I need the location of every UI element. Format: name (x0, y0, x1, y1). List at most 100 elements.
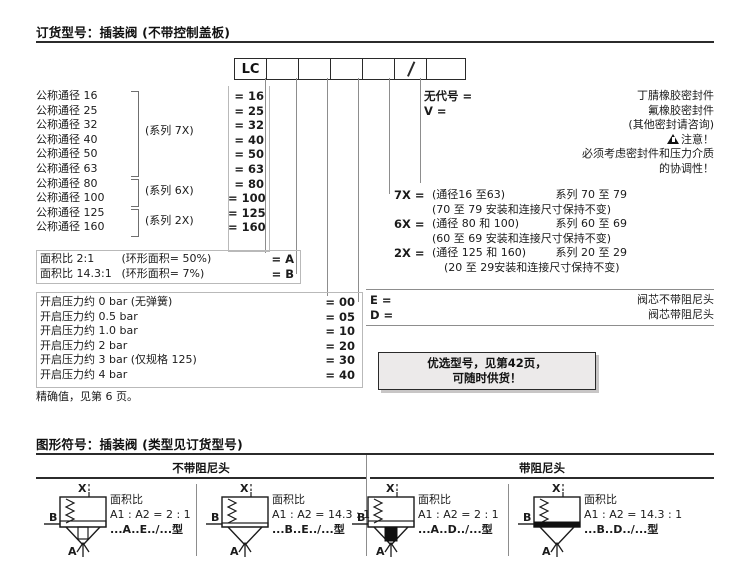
svg-text:X: X (78, 482, 87, 495)
series-range: (通径 125 和 160) (432, 246, 527, 259)
symbol-group-rule-damped (370, 477, 714, 479)
area-ratio-note: (环形面积= 7%) (121, 266, 205, 280)
nominal-code: = 63 (234, 161, 264, 176)
series-detail-list: (通径16 至63) 系列 70 至 79 (70 至 79 安装和连接尺寸保持… (432, 188, 627, 275)
nominal-size-row: 公称通径 32 (36, 118, 98, 132)
series-code: 6X = (394, 217, 425, 231)
nominal-size-row: 公称通径 100 (36, 191, 105, 205)
cracking-pressure-row: 开启压力约 2 bar (40, 338, 128, 352)
nominal-size-row: 公称通径 63 (36, 161, 98, 175)
nominal-size-row: 公称通径 160 (36, 220, 105, 234)
nominal-code: = 16 (234, 89, 264, 103)
symbol-caption-a-d: 面积比 A1 : A2 = 2 : 1 ...A..D../...型 (418, 492, 499, 537)
series-code: 7X = (394, 188, 425, 202)
seal-desc-list: 丁腈橡胶密封件 氟橡胶密封件 (其他密封请咨询) 注意！ 必须考虑密封件和压力介… (470, 89, 714, 177)
damping-code-list: E = D = (370, 293, 393, 322)
cracking-pressure-row: 开启压力约 1.0 bar (40, 324, 138, 338)
area-ratio-code: = B (271, 266, 294, 281)
ordering-section-title: 订货型号：插装阀 (不带控制盖板) (36, 25, 231, 40)
guide-line-damping (358, 78, 359, 302)
series-bracket-6x (131, 179, 139, 207)
damping-bottom-rule (366, 325, 714, 326)
symbol-caption-b-d: 面积比 A1 : A2 = 14.3 : 1 ...B..D../...型 (584, 492, 682, 537)
svg-text:A: A (376, 545, 385, 557)
series-detail-top: (通径 125 和 160) 系列 20 至 29 (432, 246, 627, 261)
damping-code: D = (370, 307, 394, 322)
symbol-group-rule-undamped (36, 477, 366, 479)
code-box-series[interactable] (395, 59, 427, 79)
preferred-model-banner: 优选型号，见第42页， 可随时供货！ (378, 352, 596, 390)
svg-text:A: A (230, 545, 239, 557)
seal-group-bracket (420, 88, 421, 183)
symbol-model-code: ...A..D../...型 (418, 523, 493, 536)
symbol-ratio-value: A1 : A2 = 14.3 : 1 (272, 508, 371, 521)
svg-text:X: X (240, 482, 249, 495)
cracking-pressure-code: = 30 (325, 353, 355, 368)
nominal-code: = 100 (228, 191, 266, 206)
cracking-pressure-code: = 20 (325, 338, 355, 353)
guide-line-pressure (327, 78, 328, 296)
symbol-model-code: ...B..E../...型 (272, 523, 345, 536)
svg-text:X: X (552, 482, 561, 495)
guide-line-series (389, 78, 390, 194)
cracking-pressure-row: 开启压力约 3 bar (仅规格 125) (40, 353, 197, 367)
area-ratio-frame (36, 250, 301, 284)
nominal-code: = 32 (234, 118, 264, 133)
area-ratio-note: (环形面积= 50%) (121, 252, 212, 265)
seal-note: (其他密封请咨询) (628, 118, 714, 132)
series-code: 2X = (394, 246, 425, 260)
code-box-size[interactable] (267, 59, 299, 79)
code-box-lc[interactable]: LC (235, 59, 267, 79)
nominal-code: = 25 (234, 103, 264, 118)
symbol-ratio-title: 面积比 (272, 493, 305, 506)
symbol-ratio-value: A1 : A2 = 2 : 1 (110, 508, 191, 521)
series-detail-row: (通径16 至63) 系列 70 至 79 (70 至 79 安装和连接尺寸保持… (432, 188, 627, 217)
nominal-code-frame (228, 86, 270, 252)
series-note: (70 至 79 安装和连接尺寸保持不变) (432, 202, 612, 216)
cracking-pressure-code: = 05 (325, 309, 355, 324)
seal-attention-label: 注意！ (681, 132, 714, 146)
svg-text:B: B (357, 511, 365, 524)
area-ratio-row: 面积比 2:1 (环形面积= 50%) (40, 252, 211, 267)
nominal-size-row: 公称通径 125 (36, 205, 105, 219)
symbol-ratio-title: 面积比 (584, 493, 617, 506)
warning-triangle-icon (667, 133, 679, 144)
svg-text:B: B (211, 511, 219, 524)
symbols-section-title: 图形符号：插装阀 (类型见订货型号) (36, 437, 243, 452)
guide-line-seal (420, 78, 421, 90)
symbol-group-title-undamped: 不带阻尼头 (172, 461, 230, 475)
symbol-model-code: ...A..E../...型 (110, 523, 184, 536)
series-bracket-2x (131, 209, 139, 237)
preferred-model-line2: 可随时供货！ (452, 371, 522, 385)
code-box-pressure[interactable] (331, 59, 363, 79)
series-note: (60 至 69 安装和连接尺寸保持不变) (432, 231, 612, 245)
code-box-seal[interactable] (427, 59, 465, 79)
code-box-ratio[interactable] (299, 59, 331, 79)
cracking-pressure-row: 开启压力约 0 bar (无弹簧) (40, 295, 173, 308)
symbols-title-rule (36, 453, 714, 455)
guide-line-ratio (296, 78, 297, 274)
nominal-code: = 80 (234, 176, 264, 191)
nominal-size-row: 公称通径 40 (36, 132, 98, 146)
symbol-caption-b-e: 面积比 A1 : A2 = 14.3 : 1 ...B..E../...型 (272, 492, 370, 537)
valve-symbol-a-e: X B A (44, 481, 120, 560)
symbol-separator-2 (366, 455, 367, 556)
series-bracket-label-6x: (系列 6X) (145, 184, 194, 197)
damping-code: E = (370, 293, 392, 307)
cracking-pressure-row: 开启压力约 0.5 bar (40, 309, 138, 323)
code-box-damping[interactable] (363, 59, 395, 79)
nominal-size-row: 公称通径 16 (36, 89, 98, 102)
area-ratio-row: 面积比 14.3:1 (环形面积= 7%) (40, 267, 211, 282)
series-range-name: 系列 70 至 79 (555, 188, 627, 201)
series-range-name: 系列 20 至 29 (555, 246, 627, 259)
series-range-name: 系列 60 至 69 (555, 217, 627, 230)
symbol-ratio-title: 面积比 (110, 493, 143, 506)
nominal-size-row: 公称通径 25 (36, 103, 98, 117)
nominal-code: = 160 (228, 220, 266, 235)
nominal-size-row: 公称通径 50 (36, 147, 98, 161)
damping-desc: 阀芯不带阻尼头 (637, 293, 714, 306)
area-ratio-label: 面积比 2:1 (40, 252, 95, 265)
symbol-caption-a-e: 面积比 A1 : A2 = 2 : 1 ...A..E../...型 (110, 492, 191, 537)
series-range: (通径16 至63) (432, 188, 506, 201)
damping-desc: 阀芯带阻尼头 (648, 307, 714, 321)
